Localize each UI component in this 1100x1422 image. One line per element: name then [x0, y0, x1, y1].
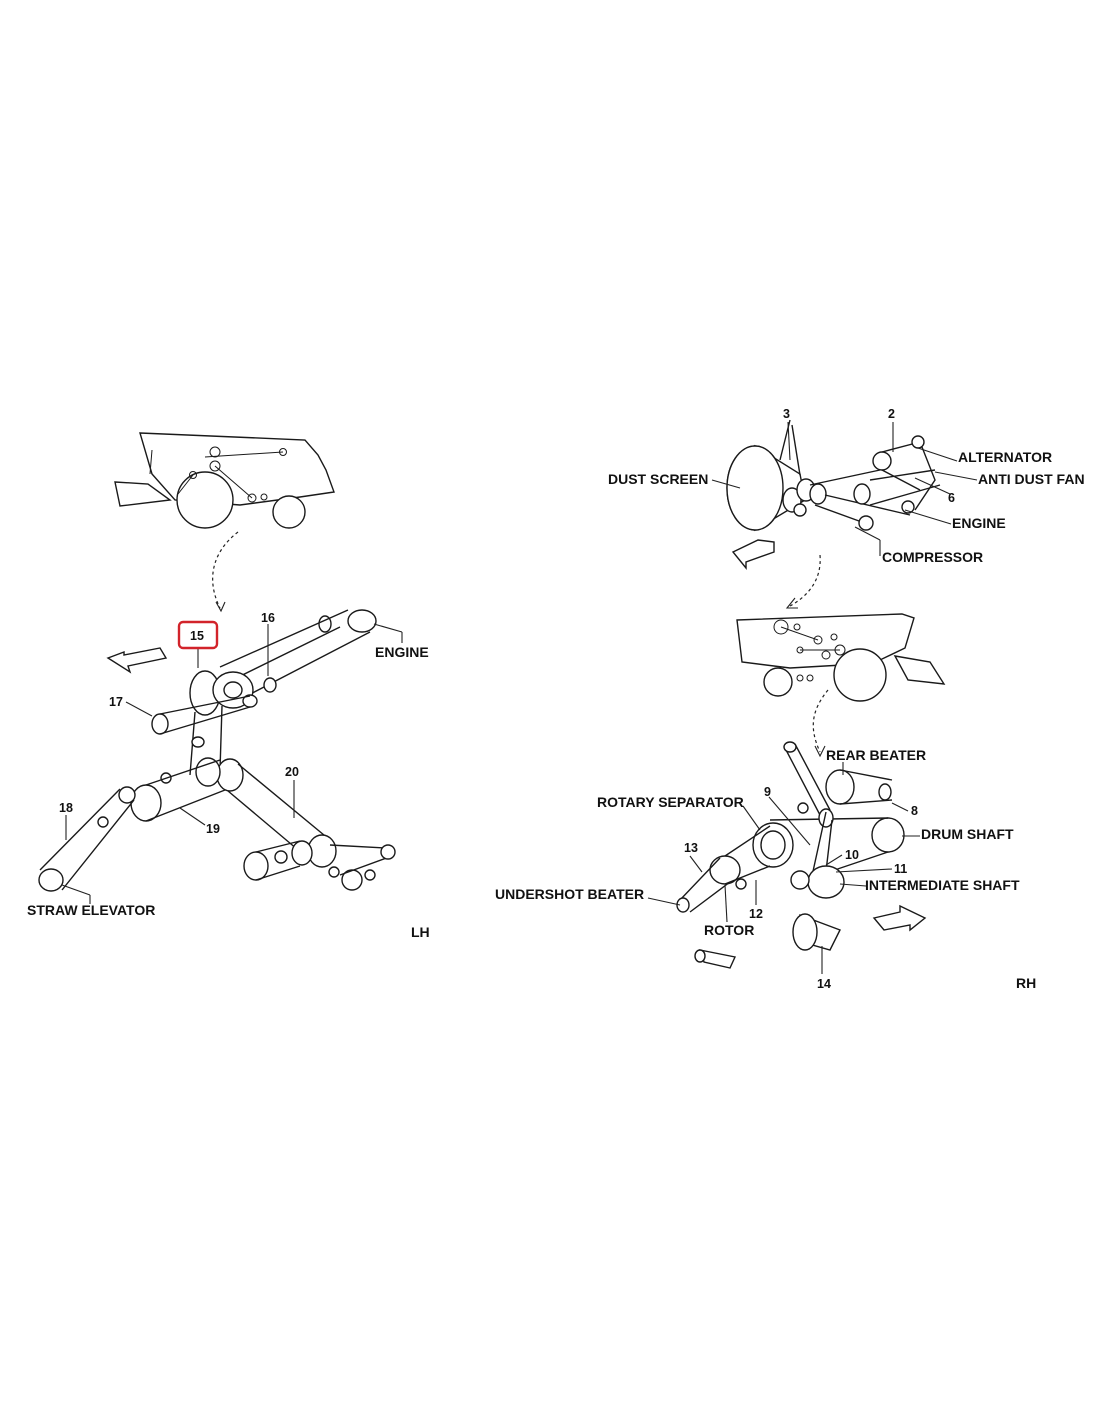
part-number-13[interactable]: 13 — [684, 841, 698, 855]
label-alternator: ALTERNATOR — [958, 449, 1052, 465]
label-intermediate-shaft: INTERMEDIATE SHAFT — [865, 877, 1020, 893]
label-rotor: ROTOR — [704, 922, 754, 938]
label-lh-engine: ENGINE — [375, 644, 429, 660]
part-number-2[interactable]: 2 — [888, 407, 895, 421]
label-anti-dust-fan: ANTI DUST FAN — [978, 471, 1085, 487]
label-straw-elevator: STRAW ELEVATOR — [27, 902, 155, 918]
part-number-11[interactable]: 11 — [894, 862, 907, 876]
rh-link-arrow-top — [789, 554, 821, 607]
rh-direction-arrow-top — [731, 539, 775, 570]
part-number-3[interactable]: 3 — [783, 407, 790, 421]
rh-direction-arrow-bottom — [872, 904, 927, 932]
highlight-box-15 — [177, 620, 219, 650]
part-number-16[interactable]: 16 — [261, 611, 275, 625]
label-rotary-separator: ROTARY SEPARATOR — [597, 794, 744, 810]
part-number-10[interactable]: 10 — [845, 848, 859, 862]
label-rh-engine: ENGINE — [952, 515, 1006, 531]
label-drum-shaft: DRUM SHAFT — [921, 826, 1014, 842]
part-number-17[interactable]: 17 — [109, 695, 123, 709]
part-number-9[interactable]: 9 — [764, 785, 771, 799]
label-compressor: COMPRESSOR — [882, 549, 983, 565]
side-label-lh: LH — [411, 924, 430, 940]
lh-leader-lines — [61, 623, 403, 904]
rh-top-belt-assembly — [726, 419, 941, 532]
part-number-20[interactable]: 20 — [285, 765, 299, 779]
label-rear-beater: REAR BEATER — [826, 747, 926, 763]
side-label-rh: RH — [1016, 975, 1036, 991]
part-number-8[interactable]: 8 — [911, 804, 918, 818]
lh-link-arrow — [212, 531, 239, 609]
lh-direction-arrow — [106, 647, 168, 674]
lh-machine-thumbnail — [114, 432, 335, 529]
part-number-18[interactable]: 18 — [59, 801, 73, 815]
part-number-14[interactable]: 14 — [817, 977, 831, 991]
rh-machine-thumbnail — [736, 613, 946, 702]
part-number-19[interactable]: 19 — [206, 822, 220, 836]
part-number-15[interactable]: 15 — [190, 629, 204, 643]
part-number-12[interactable]: 12 — [749, 907, 763, 921]
rh-leader-lines — [647, 421, 978, 974]
label-undershot-beater: UNDERSHOT BEATER — [495, 886, 644, 902]
label-dust-screen: DUST SCREEN — [608, 471, 708, 487]
lh-belt-assembly — [38, 609, 396, 892]
rh-bottom-belt-assembly — [676, 741, 905, 969]
part-number-6[interactable]: 6 — [948, 491, 955, 505]
rh-link-arrow-bottom — [812, 689, 829, 753]
